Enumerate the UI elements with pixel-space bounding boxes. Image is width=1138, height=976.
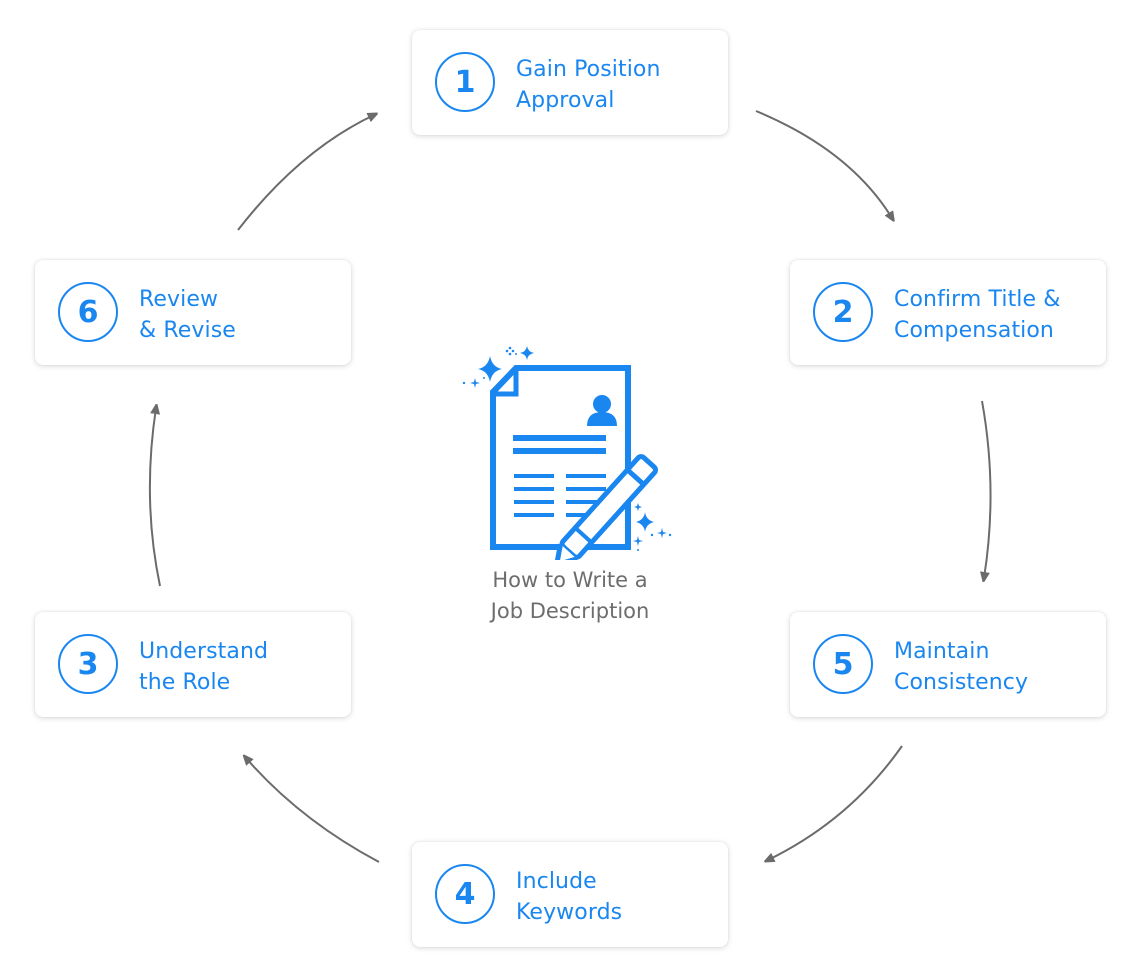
arrow-4-to-3 xyxy=(246,758,380,863)
step-label-line: Keywords xyxy=(516,900,623,925)
step-card-6: 6 Review & Revise xyxy=(35,260,351,365)
step-card-4: 4 Include Keywords xyxy=(412,842,728,947)
step-label-line: Consistency xyxy=(894,670,1029,695)
step-label-line: Review xyxy=(139,287,219,312)
user-avatar-icon xyxy=(593,395,611,413)
step-label-line: Gain Position xyxy=(516,57,661,82)
diagram-title-line: Job Description xyxy=(490,599,650,623)
step-card-3: 3 Understand the Role xyxy=(35,612,351,717)
pencil-icon xyxy=(554,454,658,560)
step-number-badge: 6 xyxy=(58,282,118,342)
step-card-2: 2 Confirm Title & Compensation xyxy=(790,260,1106,365)
step-label: Gain Position Approval xyxy=(516,54,661,116)
arrow-2-to-5 xyxy=(982,400,992,578)
arrow-6-to-1 xyxy=(237,115,374,231)
sparkle-icon xyxy=(462,346,672,551)
step-label: Understand the Role xyxy=(139,636,268,698)
step-label-line: Understand xyxy=(139,639,269,664)
step-card-1: 1 Gain Position Approval xyxy=(412,30,728,135)
step-label-line: Confirm Title & xyxy=(894,287,1061,312)
arrow-5-to-4 xyxy=(768,745,903,860)
step-number-badge: 3 xyxy=(58,634,118,694)
step-number-badge: 2 xyxy=(813,282,873,342)
step-number-badge: 4 xyxy=(435,864,495,924)
diagram-title-line: How to Write a xyxy=(492,568,648,592)
step-label-line: Approval xyxy=(516,88,615,113)
diagram-title: How to Write a Job Description xyxy=(420,565,720,627)
step-label-line: Compensation xyxy=(894,318,1054,343)
arrow-1-to-2 xyxy=(755,110,892,218)
step-label: Confirm Title & Compensation xyxy=(894,284,1061,346)
step-label: Maintain Consistency xyxy=(894,636,1028,698)
step-label: Review & Revise xyxy=(139,284,236,346)
step-number-badge: 5 xyxy=(813,634,873,694)
arrow-3-to-6 xyxy=(148,408,161,587)
step-label-line: Include xyxy=(516,869,597,894)
step-card-5: 5 Maintain Consistency xyxy=(790,612,1106,717)
job-description-document-icon xyxy=(462,346,672,560)
step-number-badge: 1 xyxy=(435,52,495,112)
step-label: Include Keywords xyxy=(516,866,622,928)
step-label-line: Maintain xyxy=(894,639,990,664)
step-label-line: & Revise xyxy=(139,318,236,343)
step-label-line: the Role xyxy=(139,670,231,695)
